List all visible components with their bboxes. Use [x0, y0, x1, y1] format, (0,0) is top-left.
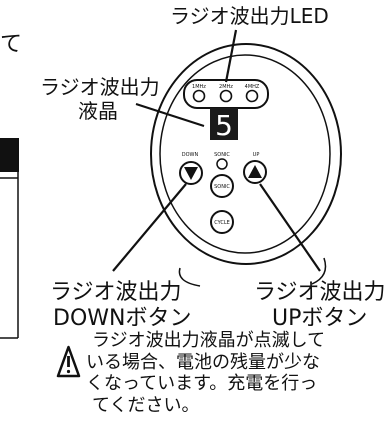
- up-small-label: UP: [253, 152, 260, 158]
- up-button-label-line2: UPボタン: [272, 306, 368, 331]
- warning-text: ラジオ波出力液晶が点滅して いる場合、電池の残量が少な くなっています。充電を行…: [86, 330, 386, 416]
- partial-char: て: [0, 32, 23, 57]
- led-housing: 1MHz 2MHz 4MHZ: [183, 79, 269, 109]
- down-button-label-line2: DOWNボタン: [53, 306, 192, 331]
- device-body: [150, 43, 342, 287]
- down-small-label: DOWN: [182, 152, 199, 158]
- led-1mhz-icon: [192, 89, 206, 103]
- led-2mhz-icon: [219, 89, 233, 103]
- output-display: 5: [210, 108, 238, 142]
- led-2mhz-label: 2MHz: [219, 84, 233, 90]
- up-button-label-line1: ラジオ波出力: [254, 280, 386, 305]
- down-button-label-line1: ラジオ波出力: [50, 280, 182, 305]
- warning-line-2: いる場合、電池の残量が少な: [86, 351, 320, 373]
- warning-line-4: てください。: [92, 394, 200, 416]
- leader-lines: [112, 29, 321, 272]
- sonic-button-label: SONIC: [214, 184, 230, 190]
- down-button[interactable]: [179, 161, 203, 185]
- display-digit: 5: [215, 109, 233, 142]
- warning-line-1: ラジオ波出力液晶が点滅して: [92, 330, 326, 351]
- cycle-button-label: CYCLE: [214, 220, 230, 226]
- up-button[interactable]: [243, 160, 267, 184]
- sonic-indicator-icon: [216, 158, 228, 170]
- warning-line-3: くなっています。充電を行っ: [86, 373, 318, 395]
- sonic-small-label: SONIC: [214, 152, 230, 158]
- display-label-line1: ラジオ波出力: [40, 75, 160, 99]
- sonic-button[interactable]: SONIC: [210, 174, 234, 198]
- led-label: ラジオ波出力LED: [170, 4, 329, 28]
- led-4mhz-icon: [245, 89, 259, 103]
- partial-left-panel: [0, 138, 19, 339]
- up-arrow-icon: [248, 165, 262, 178]
- cycle-button[interactable]: CYCLE: [210, 210, 234, 234]
- led-4mhz-label: 4MHZ: [245, 84, 260, 90]
- down-arrow-icon: [184, 167, 198, 180]
- led-1mhz-label: 1MHz: [192, 84, 206, 90]
- display-label-line2: 液晶: [78, 99, 118, 123]
- warning-icon: [56, 345, 81, 378]
